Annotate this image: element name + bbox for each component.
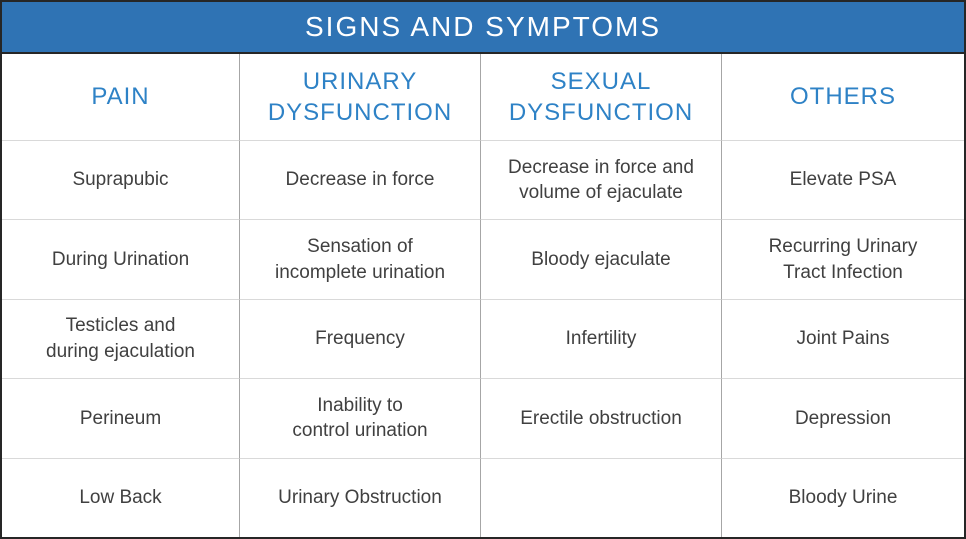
table-cell: Joint Pains xyxy=(722,298,964,378)
column-header-pain: PAIN xyxy=(2,54,240,140)
table-cell: Perineum xyxy=(2,378,240,458)
table-title-bar: SIGNS AND SYMPTOMS xyxy=(2,2,964,54)
table-title: SIGNS AND SYMPTOMS xyxy=(305,11,661,42)
table-cell: Decrease in force xyxy=(240,140,481,220)
table-cell: Infertility xyxy=(481,298,722,379)
table-cell: Suprapubic xyxy=(2,140,240,220)
column-header-urinary-dysfunction: URINARY DYSFUNCTION xyxy=(240,54,481,140)
table-cell-empty xyxy=(481,457,722,537)
table-cell: Erectile obstruction xyxy=(481,378,722,458)
column-header-sexual-dysfunction: SEXUAL DYSFUNCTION xyxy=(481,54,722,140)
table-cell: Bloody Urine xyxy=(722,457,964,537)
table-cell: Depression xyxy=(722,378,964,457)
table-cell: Bloody ejaculate xyxy=(481,219,722,299)
table-cell: Inability to control urination xyxy=(240,378,481,458)
table-cell: During Urination xyxy=(2,219,240,299)
table-cell: Recurring Urinary Tract Infection xyxy=(722,219,964,298)
column-header-others: OTHERS xyxy=(789,83,896,111)
table-cell: Low Back xyxy=(2,457,240,537)
table-cell: Frequency xyxy=(240,298,481,379)
symptoms-grid: PAIN URINARY DYSFUNCTION SEXUAL DYSFUNCT… xyxy=(2,54,964,537)
table-cell: Elevate PSA xyxy=(722,140,964,219)
table-cell: Sensation of incomplete urination xyxy=(240,219,481,299)
table-cell: Testicles and during ejaculation xyxy=(2,298,240,379)
table-cell: Decrease in force and volume of ejaculat… xyxy=(481,140,722,220)
table-cell: Urinary Obstruction xyxy=(240,457,481,537)
